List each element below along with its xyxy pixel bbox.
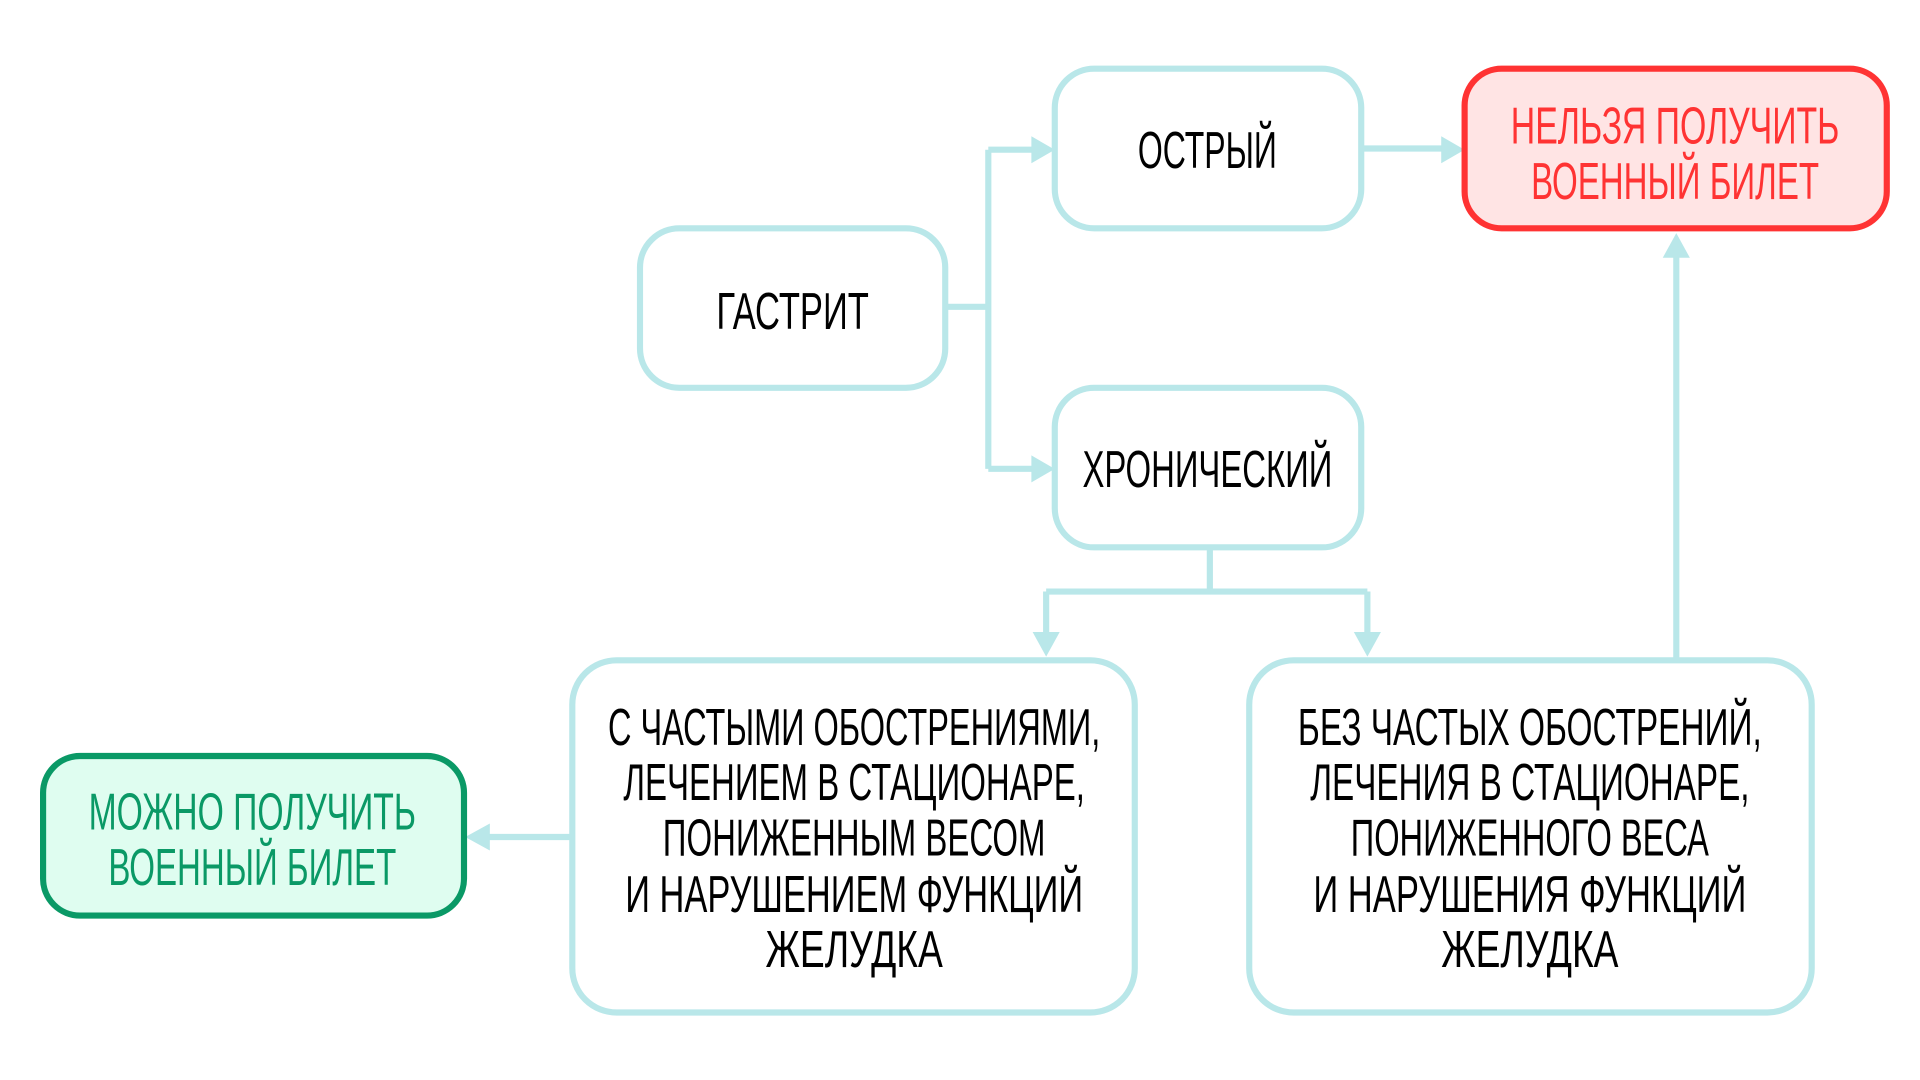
arrow-to-allowed xyxy=(465,823,490,851)
node-denied-line-2: ВОЕННЫЙ БИЛЕТ xyxy=(1531,152,1819,210)
connector-gastritis-split xyxy=(945,146,1034,472)
node-gastritis: ГАСТРИТ xyxy=(636,225,949,391)
arrow-to-chronic xyxy=(1031,455,1055,483)
node-denied-line-1: НЕЛЬЗЯ ПОЛУЧИТЬ xyxy=(1511,99,1840,156)
node-allowed-line-2: ВОЕННЫЙ БИЛЕТ xyxy=(108,838,396,896)
node-rare-line-5: ЖЕЛУДКА xyxy=(1441,920,1618,978)
node-rare-line-4: И НАРУШЕНИЯ ФУНКЦИЙ xyxy=(1313,864,1746,924)
node-denied: НЕЛЬЗЯ ПОЛУЧИТЬ ВОЕННЫЙ БИЛЕТ xyxy=(1461,65,1890,232)
node-frequent-line-3: ПОНИЖЕННЫМ ВЕСОМ xyxy=(663,810,1046,867)
node-chronic-label: ХРОНИЧЕСКИЙ xyxy=(1082,441,1332,499)
arrow-rare-to-denied xyxy=(1662,233,1690,258)
node-allowed: МОЖНО ПОЛУЧИТЬ ВОЕННЫЙ БИЛЕТ xyxy=(40,752,468,919)
node-acute: ОСТРЫЙ xyxy=(1051,65,1365,232)
node-frequent-line-4: И НАРУШЕНИЕМ ФУНКЦИЙ xyxy=(625,864,1083,924)
node-rare-line-3: ПОНИЖЕННОГО ВЕСА xyxy=(1351,810,1709,867)
arrow-to-acute xyxy=(1031,136,1055,164)
node-gastritis-label: ГАСТРИТ xyxy=(716,283,869,341)
arrow-to-denied xyxy=(1441,136,1465,164)
node-rare-line-2: ЛЕЧЕНИЯ В СТАЦИОНАРЕ, xyxy=(1310,755,1749,812)
arrow-to-frequent xyxy=(1032,632,1060,657)
node-frequent: С ЧАСТЫМИ ОБОСТРЕНИЯМИ, ЛЕЧЕНИЕМ В СТАЦИ… xyxy=(569,657,1138,1016)
node-frequent-line-2: ЛЕЧЕНИЕМ В СТАЦИОНАРЕ, xyxy=(623,755,1085,812)
node-acute-label: ОСТРЫЙ xyxy=(1138,121,1277,180)
node-rare-line-1: БЕЗ ЧАСТЫХ ОБОСТРЕНИЙ, xyxy=(1298,699,1762,757)
connectors xyxy=(465,136,1690,851)
connector-chronic-split xyxy=(1043,547,1371,636)
arrow-to-rare xyxy=(1353,632,1381,657)
node-frequent-line-5: ЖЕЛУДКА xyxy=(766,920,943,978)
node-allowed-line-1: МОЖНО ПОЛУЧИТЬ xyxy=(89,785,416,842)
node-rare: БЕЗ ЧАСТЫХ ОБОСТРЕНИЙ, ЛЕЧЕНИЯ В СТАЦИОН… xyxy=(1246,657,1815,1016)
node-chronic: ХРОНИЧЕСКИЙ xyxy=(1051,384,1365,551)
node-frequent-line-1: С ЧАСТЫМИ ОБОСТРЕНИЯМИ, xyxy=(608,699,1100,756)
